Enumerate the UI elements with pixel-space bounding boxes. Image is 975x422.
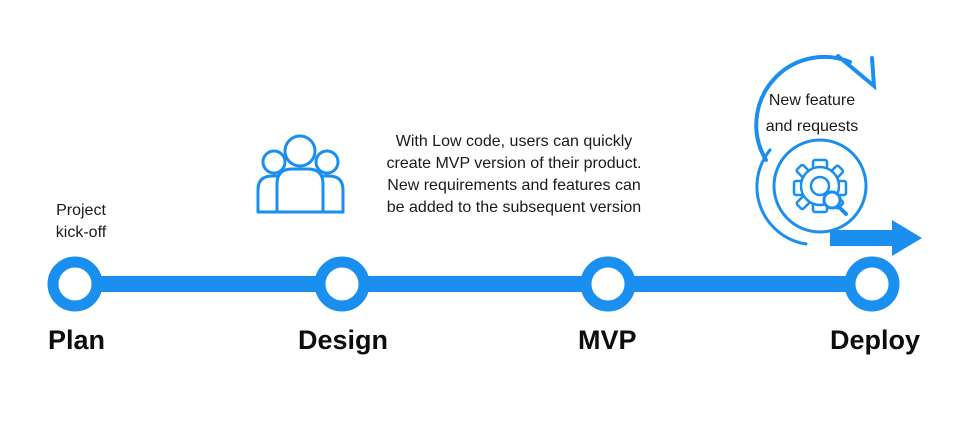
stage-label-plan: Plan — [48, 325, 106, 355]
feature-note-line: and requests — [765, 118, 859, 135]
low-code-note: With Low code, users can quickly create … — [358, 131, 670, 219]
milestone-node-design — [314, 256, 370, 312]
users-group-icon — [256, 134, 345, 214]
forward-arrow-icon — [830, 220, 922, 256]
kickoff-note-line: Project — [56, 202, 106, 219]
low-code-note-line: create MVP version of their product. — [386, 155, 642, 172]
milestone-node-plan — [47, 256, 103, 312]
stage-label-design: Design — [298, 325, 389, 355]
kickoff-note: Project kick-off — [48, 200, 114, 244]
circular-arrow-icon — [754, 54, 877, 246]
feature-note-line: New feature — [768, 92, 856, 109]
feature-note: New feature and requests — [756, 88, 868, 140]
milestone-node-mvp — [580, 256, 636, 312]
timeline-bar — [60, 276, 880, 292]
low-code-note-line: be added to the subsequent version — [386, 199, 642, 216]
low-code-note-line: New requirements and features can — [387, 177, 641, 194]
low-code-note-line: With Low code, users can quickly — [395, 133, 633, 150]
gear-search-icon — [772, 138, 868, 234]
milestone-node-deploy — [844, 256, 900, 312]
stage-label-mvp: MVP — [578, 325, 637, 355]
stage-label-deploy: Deploy — [830, 325, 921, 355]
kickoff-note-line: kick-off — [55, 224, 107, 241]
